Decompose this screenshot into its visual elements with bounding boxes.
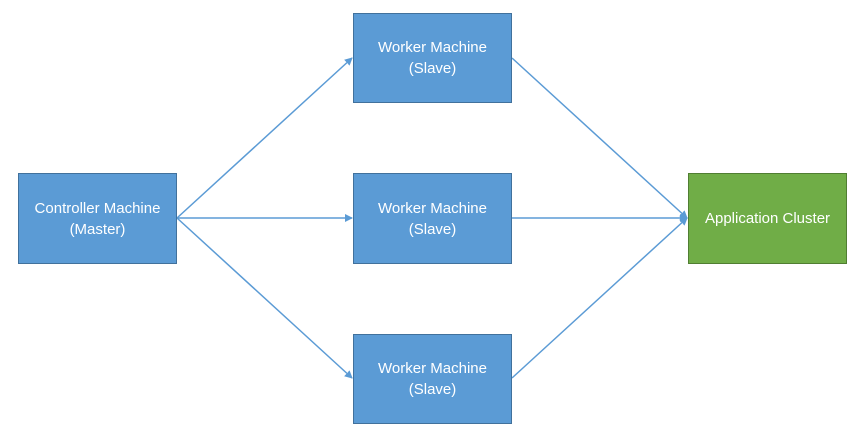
node-label: Application Cluster xyxy=(705,208,830,229)
node-label-line-1: Application Cluster xyxy=(704,210,831,227)
arrow-controller-to-worker-1 xyxy=(176,57,353,219)
controller-machine-node[interactable]: Controller Machine (Master) xyxy=(18,173,177,264)
node-label-line-1: Worker Machine xyxy=(378,39,487,56)
node-label: Controller Machine (Master) xyxy=(35,198,161,240)
node-label-line-1: Controller Machine xyxy=(34,199,161,217)
node-label-line-1: Worker Machine xyxy=(378,360,487,377)
node-label: Worker Machine (Slave) xyxy=(378,358,487,400)
node-label-line-2: (Slave) xyxy=(408,381,457,398)
arrow-controller-to-worker-3 xyxy=(176,217,353,379)
node-label-line-2: (Slave) xyxy=(408,60,457,77)
worker-machine-node-1[interactable]: Worker Machine (Slave) xyxy=(353,13,512,103)
worker-machine-node-3[interactable]: Worker Machine (Slave) xyxy=(353,334,512,424)
arrow-worker-3-to-cluster xyxy=(511,217,688,379)
node-label-line-1: Worker Machine xyxy=(378,199,487,217)
arrow-worker-1-to-cluster xyxy=(511,57,688,219)
node-label-line-2: (Slave) xyxy=(408,220,457,238)
worker-machine-node-2[interactable]: Worker Machine (Slave) xyxy=(353,173,512,264)
node-label: Worker Machine (Slave) xyxy=(378,198,487,240)
application-cluster-node[interactable]: Application Cluster xyxy=(688,173,847,264)
node-label: Worker Machine (Slave) xyxy=(378,37,487,79)
node-label-line-2: (Master) xyxy=(69,220,126,238)
